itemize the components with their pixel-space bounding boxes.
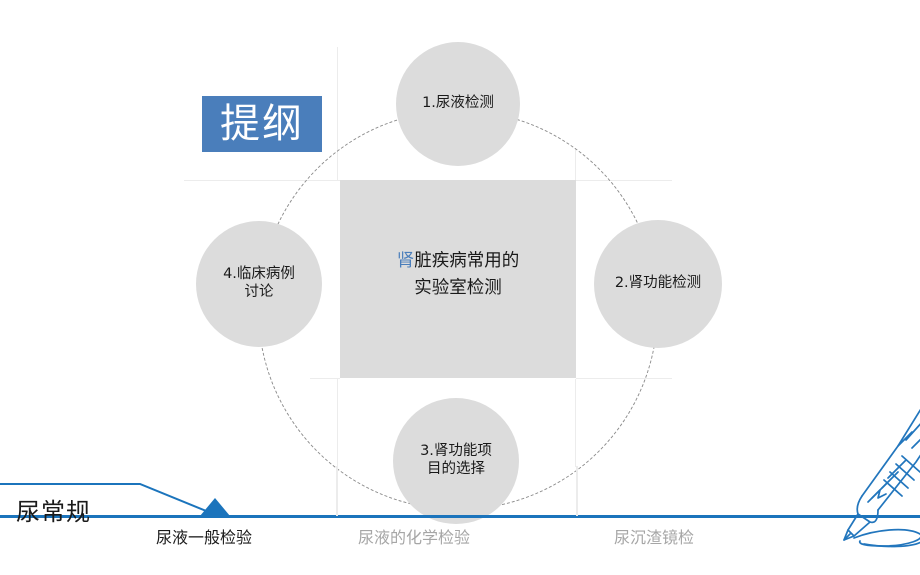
pen-sketch-icon: [843, 408, 920, 548]
grid-line-horizontal-upper-right: [576, 180, 672, 181]
center-caption-accent: 肾: [396, 251, 415, 271]
title-badge-label: 提纲: [220, 101, 304, 147]
axis-baseline: [0, 515, 920, 518]
axis-tick-2: [576, 466, 578, 516]
axis-item-1[interactable]: 尿液一般检验: [156, 528, 253, 547]
axis-tick-1: [336, 466, 338, 516]
grid-line-vertical-left: [337, 47, 338, 180]
axis-slope-line: [0, 483, 216, 516]
node-circle-1[interactable]: 1.尿液检测: [396, 42, 520, 166]
node-circle-4[interactable]: 4.临床病例 讨论: [196, 221, 322, 347]
center-caption-line-2: 实验室检测: [414, 278, 502, 299]
center-caption-line-1: 肾脏疾病常用的: [340, 248, 576, 275]
center-caption: 肾脏疾病常用的 实验室检测: [340, 248, 576, 302]
node-circle-2[interactable]: 2.肾功能检测: [594, 220, 722, 348]
axis-item-2[interactable]: 尿液的化学检验: [358, 528, 471, 547]
axis-title: 尿常规: [16, 498, 91, 526]
node-1-label: 1.尿液检测: [422, 95, 494, 112]
title-badge: 提纲: [202, 96, 322, 152]
node-circle-3[interactable]: 3.肾功能项 目的选择: [393, 398, 519, 524]
node-4-label: 4.临床病例 讨论: [223, 266, 295, 300]
node-3-label: 3.肾功能项 目的选择: [420, 443, 492, 477]
node-2-label: 2.肾功能检测: [614, 275, 702, 292]
center-panel: [340, 180, 576, 378]
grid-line-horizontal-upper-left: [184, 180, 340, 181]
center-caption-line-1-rest: 脏疾病常用的: [414, 251, 520, 271]
axis-current-marker-icon: [200, 498, 230, 516]
axis-item-3[interactable]: 尿沉渣镜检: [614, 528, 695, 547]
